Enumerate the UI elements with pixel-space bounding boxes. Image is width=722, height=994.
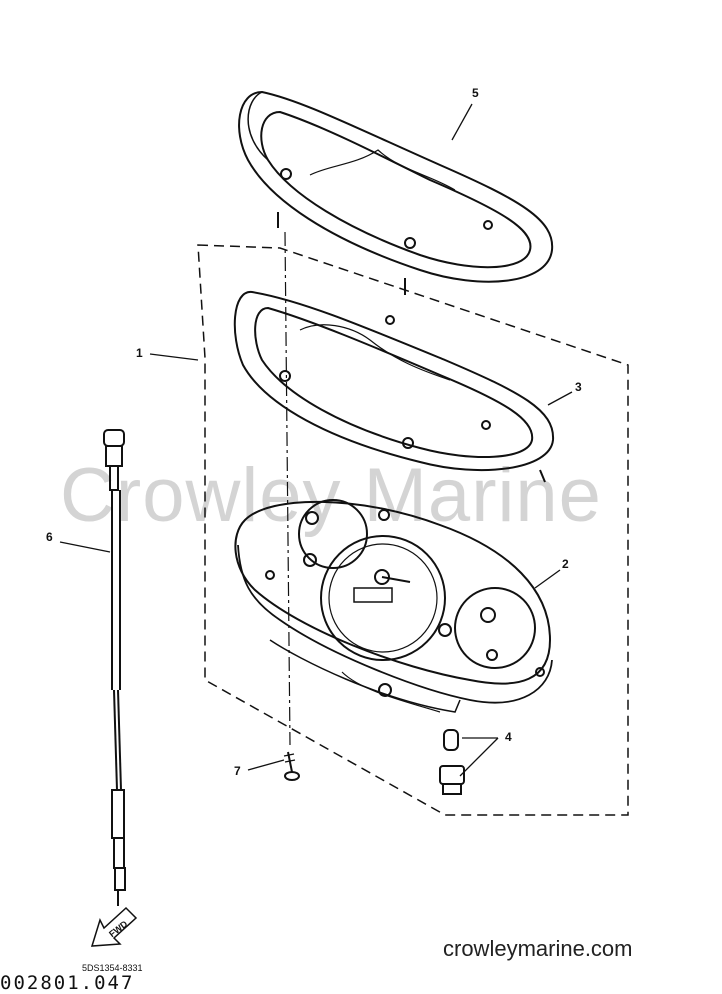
diagram-code: 002801.047 <box>0 972 135 994</box>
part-6-cable <box>103 429 126 906</box>
callout-3: 3 <box>575 380 582 394</box>
callout-6: 6 <box>46 530 53 544</box>
callout-7: 7 <box>234 764 241 778</box>
part-7-screw <box>283 751 300 781</box>
callout-4: 4 <box>505 730 512 744</box>
part-5-bezel <box>238 90 554 295</box>
part-2-meter <box>234 499 553 713</box>
part-3-gasket <box>233 290 555 483</box>
site-url[interactable]: crowleymarine.com <box>443 936 633 961</box>
part-4-bulb-socket <box>439 729 465 795</box>
callout-1: 1 <box>136 346 143 360</box>
callout-5: 5 <box>472 86 479 100</box>
part-code: 5DS1354-8331 <box>82 963 143 973</box>
callout-2: 2 <box>562 557 569 571</box>
